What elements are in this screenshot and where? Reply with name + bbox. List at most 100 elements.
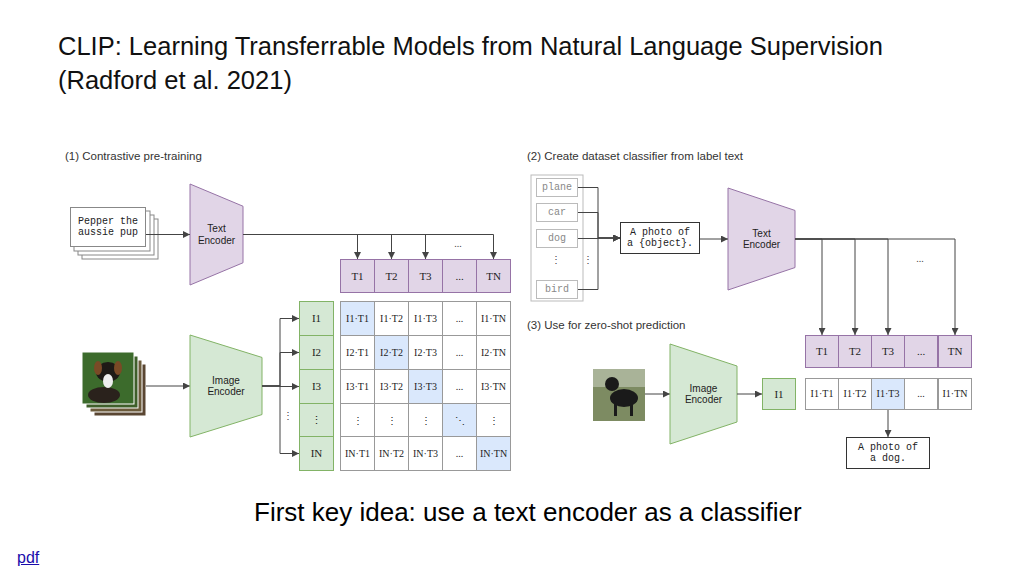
node-text: Image Encoder — [201, 375, 251, 398]
text-embedding: T3 — [871, 335, 905, 368]
class-label-box: bird — [536, 280, 578, 299]
arrow-connector — [262, 386, 299, 454]
input-arrow — [645, 394, 670, 395]
photo-background — [593, 369, 645, 387]
similarity-cell: I3·TN — [476, 369, 511, 404]
similarity-cell: I2·T2 — [374, 335, 409, 370]
arrow-connector — [737, 394, 762, 395]
node-text: T2 — [385, 270, 397, 283]
similarity-cell: ... — [904, 378, 938, 410]
similarity-cell: ... — [442, 335, 477, 370]
dog-leg — [630, 403, 633, 416]
similarity-cell: I1·T2 — [374, 301, 409, 336]
similarity-cell: I1·TN — [938, 378, 972, 410]
similarity-cell: ⋮ — [374, 403, 409, 437]
arrow-connector — [795, 239, 955, 335]
arrow-connector — [578, 238, 620, 290]
input-arrow — [146, 386, 190, 387]
similarity-cell: ⋮ — [476, 403, 511, 437]
arrow-connector — [795, 239, 822, 335]
node-text: I1·T1 — [811, 388, 834, 400]
image-embedding: I1 — [762, 378, 796, 410]
text-embedding: T1 — [340, 259, 375, 293]
node-text: I2 — [312, 346, 321, 359]
node-text: Image Encoder — [679, 383, 729, 406]
similarity-cell: I1·T1 — [805, 378, 839, 410]
text-embedding: T1 — [805, 335, 839, 368]
similarity-cell: IN·T3 — [408, 436, 443, 471]
node-text: T3 — [882, 345, 894, 358]
node-text: Pepper the aussie pup — [75, 216, 141, 239]
arrow-connector — [243, 235, 426, 260]
section-heading: (3) Use for zero-shot prediction — [527, 319, 686, 331]
encoder-shape — [670, 344, 737, 444]
text-embedding: ... — [904, 335, 938, 368]
image-embedding: ⋮ — [299, 403, 334, 437]
class-label-box: car — [536, 203, 578, 222]
similarity-cell: I3·T3 — [408, 369, 443, 404]
node-text: IN — [311, 447, 323, 460]
similarity-cell: ⋮ — [408, 403, 443, 437]
image-encoder: Image Encoder — [190, 335, 262, 437]
arrow-connector — [146, 234, 190, 235]
section-heading: (2) Create dataset classifier from label… — [527, 150, 743, 162]
node-text: ... — [917, 345, 925, 358]
arrow-connector — [262, 353, 299, 387]
class-label-box: dog — [536, 229, 578, 248]
arrow-connector — [578, 188, 620, 239]
dog-patch — [103, 374, 113, 388]
text-embedding: TN — [938, 335, 972, 368]
arrow-connector — [262, 319, 299, 387]
node-text: I1·T2 — [844, 388, 867, 400]
caption-card: Pepper the aussie pup — [70, 207, 146, 247]
node-text: Text Encoder — [737, 228, 787, 251]
node-text: ⋮ — [311, 414, 322, 427]
text-embedding: T2 — [838, 335, 872, 368]
label-list-frame — [531, 175, 583, 301]
similarity-cell: I1·T2 — [838, 378, 872, 410]
ellipsis-mark: ⋮ — [582, 254, 594, 265]
node-text: bird — [545, 284, 569, 296]
arrow-connector — [795, 239, 888, 335]
similarity-cell: ⋱ — [442, 403, 477, 437]
text-encoder: Text Encoder — [190, 184, 243, 285]
node-text: dog — [548, 233, 566, 245]
dog-leg — [614, 403, 617, 416]
similarity-cell: I3·T1 — [340, 369, 375, 404]
arrow-connector — [700, 239, 728, 240]
similarity-cell: I1·T3 — [408, 301, 443, 336]
dog-head — [605, 377, 619, 391]
similarity-cell: I2·T1 — [340, 335, 375, 370]
node-text: A photo of a {object}. — [626, 227, 694, 250]
dog-ear — [94, 361, 102, 375]
dog-photo — [82, 352, 134, 404]
node-text: I1 — [312, 312, 321, 325]
similarity-cell: IN·T2 — [374, 436, 409, 471]
similarity-cell: ... — [442, 301, 477, 336]
similarity-cell: IN·T1 — [340, 436, 375, 471]
ellipsis-mark: ... — [448, 238, 468, 249]
node-text: I1 — [774, 388, 783, 401]
class-label-box: plane — [536, 178, 578, 197]
node-text: plane — [542, 182, 572, 194]
similarity-cell: IN·TN — [476, 436, 511, 471]
node-text: T2 — [849, 345, 861, 358]
node-text: TN — [486, 270, 501, 283]
arrow-connector — [795, 239, 855, 335]
image-encoder: Image Encoder — [670, 344, 737, 444]
text-embedding: T3 — [408, 259, 443, 293]
text-embedding: TN — [476, 259, 511, 293]
node-text: T1 — [351, 270, 363, 283]
text-embedding: T2 — [374, 259, 409, 293]
prompt-template: A photo of a {object}. — [620, 222, 700, 254]
image-embedding: I2 — [299, 335, 334, 370]
dog-photo — [593, 369, 645, 421]
arrow-connector — [888, 410, 889, 437]
text-embedding: ... — [442, 259, 477, 293]
similarity-cell: I3·T2 — [374, 369, 409, 404]
node-text: ... — [455, 270, 463, 283]
text-encoder: Text Encoder — [728, 188, 795, 290]
node-text: ... — [917, 388, 925, 400]
similarity-cell: ⋮ — [340, 403, 375, 437]
